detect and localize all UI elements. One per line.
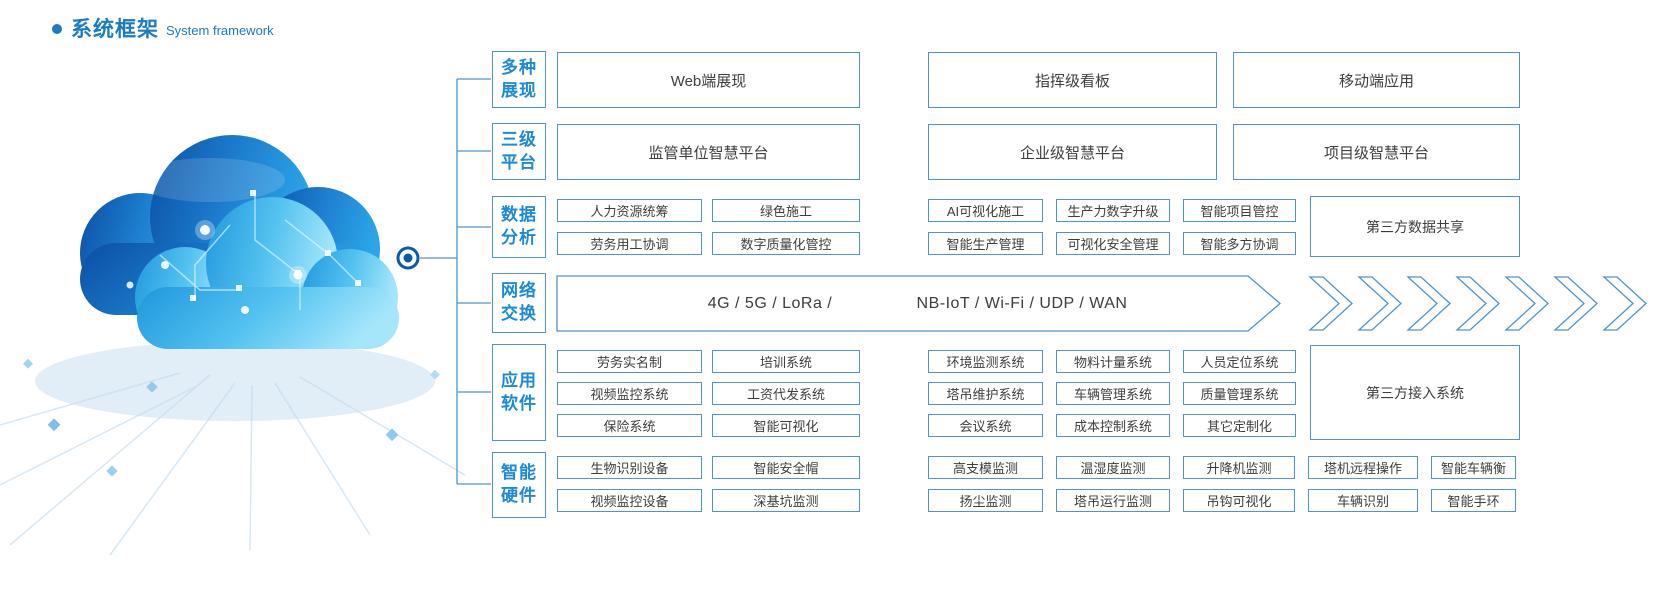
node-box: 人员定位系统 [1183,350,1296,373]
category-application-software: 应用 软件 [492,344,546,441]
node-box: 扬尘监测 [928,489,1043,512]
category-multi-display: 多种 展现 [492,51,546,108]
network-protocols-label: 4G / 5G / LoRa / [707,295,833,312]
node-box: AI可视化施工 [928,199,1043,222]
node-box: 环境监测系统 [928,350,1043,373]
category-data-analysis: 数据 分析 [492,196,546,258]
chevron-icon [1406,276,1451,331]
category-label: 交换 [501,304,537,323]
node-box: 绿色施工 [712,199,860,222]
category-label: 展现 [501,80,537,100]
category-label: 多种 [501,57,537,77]
node-box: 智能手环 [1431,489,1516,512]
node-box: 第三方数据共享 [1310,196,1520,257]
node-box: 会议系统 [928,414,1043,437]
network-protocols-label: NB-IoT / Wi-Fi / UDP / WAN [916,295,1128,312]
category-label: 数据 [501,205,537,225]
cloud-glow-dots [126,220,307,314]
node-box: 生产力数字升级 [1056,199,1170,222]
category-label: 智能 [501,463,537,483]
cloud-shadow [35,341,435,421]
software-middle-group: 环境监测系统 物料计量系统 人员定位系统 塔吊维护系统 车辆管理系统 质量管理系… [928,350,1296,437]
node-box: 劳务实名制 [557,350,702,373]
category-label: 硬件 [501,486,537,505]
page-title-en: System framework [166,22,274,38]
node-box: 物料计量系统 [1056,350,1170,373]
node-box: 温湿度监测 [1056,456,1170,479]
cloud-illustration [0,135,466,555]
category-network-exchange: 网络 交换 [492,273,546,333]
node-box: 视频监控设备 [557,489,702,512]
node-box: 塔机远程操作 [1308,456,1418,479]
tree-lines [420,78,491,485]
node-box: 智能多方协调 [1183,232,1296,255]
category-label: 网络 [501,281,537,301]
node-box: 人力资源统筹 [557,199,702,222]
category-label: 平台 [501,152,537,172]
node-box: 吊钩可视化 [1183,489,1295,512]
node-box: 企业级智慧平台 [928,124,1217,180]
node-box: 培训系统 [712,350,860,373]
node-box: 升降机监测 [1183,456,1295,479]
chevron-icon [1504,276,1549,331]
software-left-group: 劳务实名制 培训系统 视频监控系统 工资代发系统 保险系统 智能可视化 [557,350,860,437]
bullet-icon [52,24,62,34]
node-box: 视频监控系统 [557,382,702,405]
chevron-icons [1308,276,1647,331]
chevron-icon [1602,276,1647,331]
data-analysis-left-group: 人力资源统筹 绿色施工 劳务用工协调 数字质量化管控 [557,199,860,255]
node-box: 车辆管理系统 [1056,382,1170,405]
floor-circuit-lines [0,372,466,555]
node-box: 塔吊维护系统 [928,382,1043,405]
node-box: 项目级智慧平台 [1233,124,1520,180]
node-box: 指挥级看板 [928,52,1217,108]
chevron-icon [1357,276,1402,331]
node-box: 工资代发系统 [712,382,860,405]
cloud-circuit-lines [159,195,361,310]
node-box: 智能项目管控 [1183,199,1296,222]
node-box: 保险系统 [557,414,702,437]
category-label: 三级 [501,129,537,149]
cloud-front-shape [135,197,399,349]
floor-diamond-icons [23,358,440,477]
cloud-circuit-nodes [190,190,361,301]
node-box: 质量管理系统 [1183,382,1296,405]
node-box: 智能车辆衡 [1431,456,1516,479]
node-box: 其它定制化 [1183,414,1296,437]
category-three-level-platform: 三级 平台 [492,123,546,180]
node-box: 可视化安全管理 [1056,232,1170,255]
node-box: 成本控制系统 [1056,414,1170,437]
node-box: 劳务用工协调 [557,232,702,255]
chevron-icon [1455,276,1500,331]
node-box: 移动端应用 [1233,52,1520,108]
node-box: 智能安全帽 [712,456,860,479]
page-title-zh: 系统框架 [71,18,159,41]
category-label: 应用 [501,370,537,390]
node-box: 监管单位智慧平台 [557,124,860,180]
chevron-icon [1553,276,1598,331]
node-box: 智能生产管理 [928,232,1043,255]
page-title: 系统框架 System framework [52,13,274,43]
connector-dot-icon [396,246,420,270]
node-box: Web端展现 [557,52,860,108]
hardware-left-group: 生物识别设备 智能安全帽 视频监控设备 深基坑监测 [557,456,860,512]
chevron-icon [1308,276,1353,331]
node-box: 第三方接入系统 [1310,345,1520,440]
category-smart-hardware: 智能 硬件 [492,452,546,518]
category-label: 分析 [501,228,537,247]
node-box: 塔吊运行监测 [1056,489,1170,512]
cloud-back-shape [80,135,380,315]
node-box: 车辆识别 [1308,489,1418,512]
category-label: 软件 [501,393,537,413]
node-box: 深基坑监测 [712,489,860,512]
node-box: 智能可视化 [712,414,860,437]
hardware-right-group: 高支模监测 温湿度监测 升降机监测 塔机远程操作 智能车辆衡 扬尘监测 塔吊运行… [928,456,1516,512]
node-box: 数字质量化管控 [712,232,860,255]
data-analysis-middle-group: AI可视化施工 生产力数字升级 智能项目管控 智能生产管理 可视化安全管理 智能… [928,199,1296,255]
node-box: 高支模监测 [928,456,1043,479]
node-box: 生物识别设备 [557,456,702,479]
cloud-highlight [135,158,285,202]
